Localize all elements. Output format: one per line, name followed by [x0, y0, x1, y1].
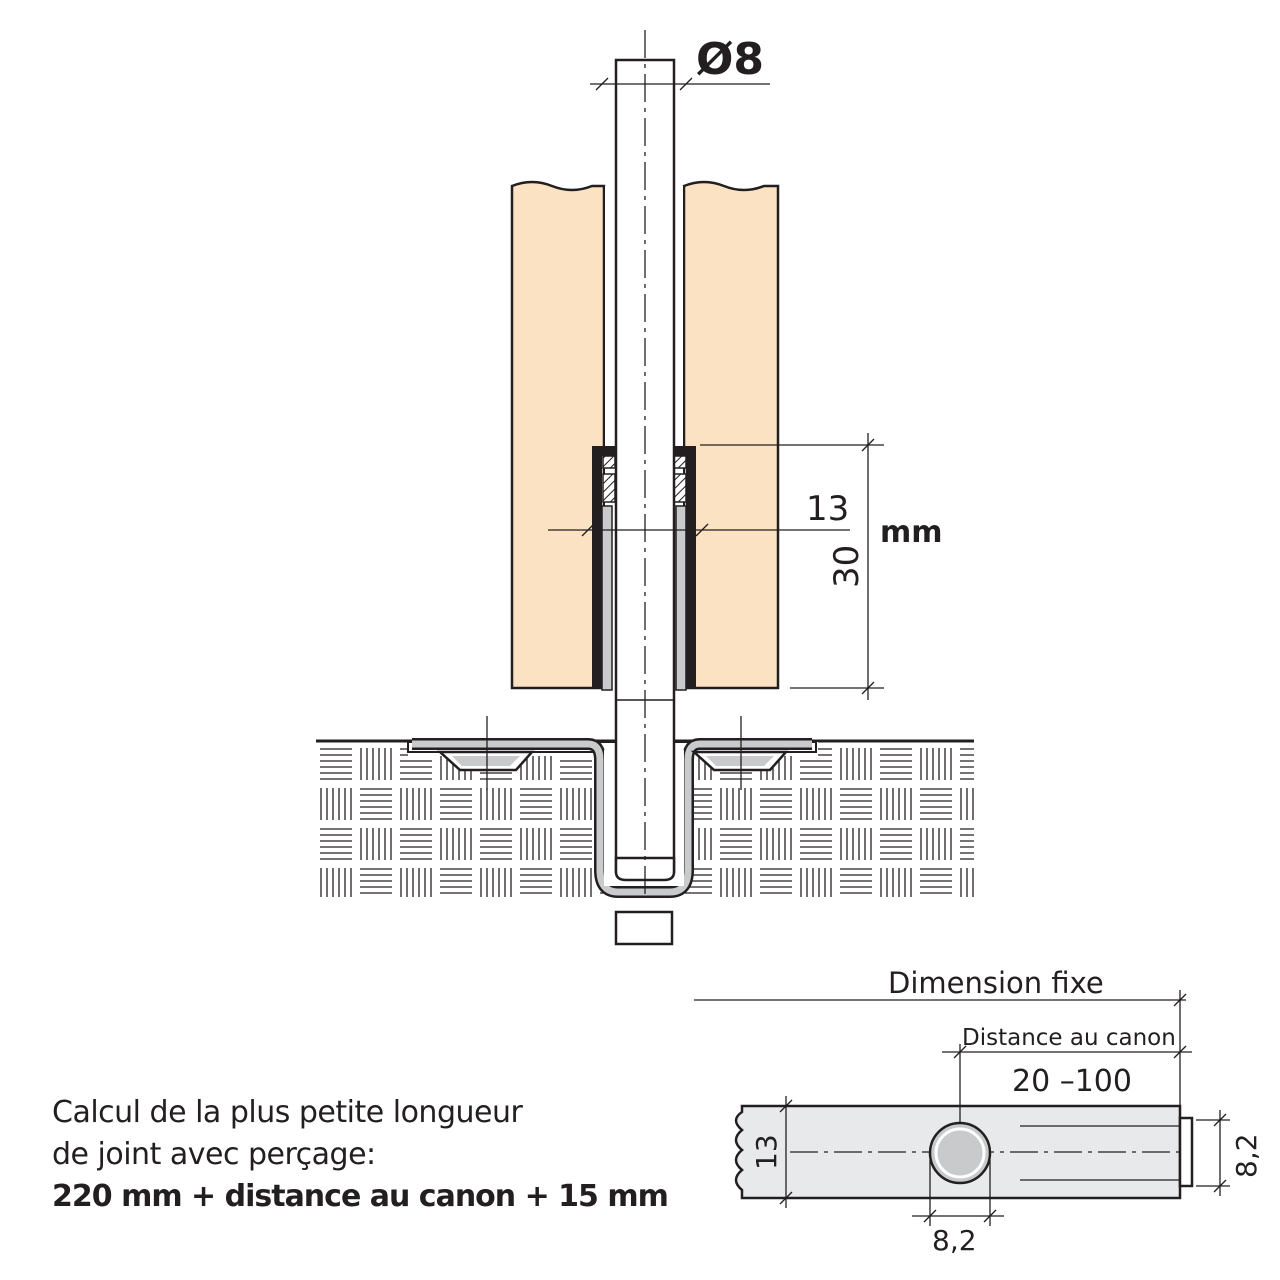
distance-to-canon-label: Distance au canon	[962, 1025, 1176, 1051]
caption-line-1: Calcul de la plus petite longueur	[52, 1095, 523, 1130]
dimension-30-label: 30	[827, 545, 867, 588]
rod-diameter-label: Ø8	[696, 34, 764, 85]
caption-formula: 220 mm + distance au canon + 15 mm	[52, 1179, 669, 1214]
hole-diameter-label: 8,2	[932, 1224, 977, 1257]
end-width-label: 8,2	[1230, 1133, 1263, 1178]
range-label: 20 –100	[1012, 1064, 1132, 1099]
unit-label: mm	[880, 515, 943, 550]
caption-line-2: de joint avec perçage:	[52, 1137, 376, 1172]
detail-view	[734, 1104, 1194, 1200]
pivot-rod	[614, 30, 676, 946]
pivot-bushing	[592, 446, 696, 691]
detail-dimension-lines	[694, 990, 1230, 1226]
detail-height-label: 13	[750, 1134, 783, 1170]
hole-circle	[928, 1121, 992, 1185]
dimension-13-label: 13	[806, 489, 849, 529]
dimension-lines	[548, 77, 884, 700]
calculation-caption: Calcul de la plus petite longueur de joi…	[52, 1092, 669, 1218]
fixed-dimension-label: Dimension fixe	[888, 966, 1104, 1000]
